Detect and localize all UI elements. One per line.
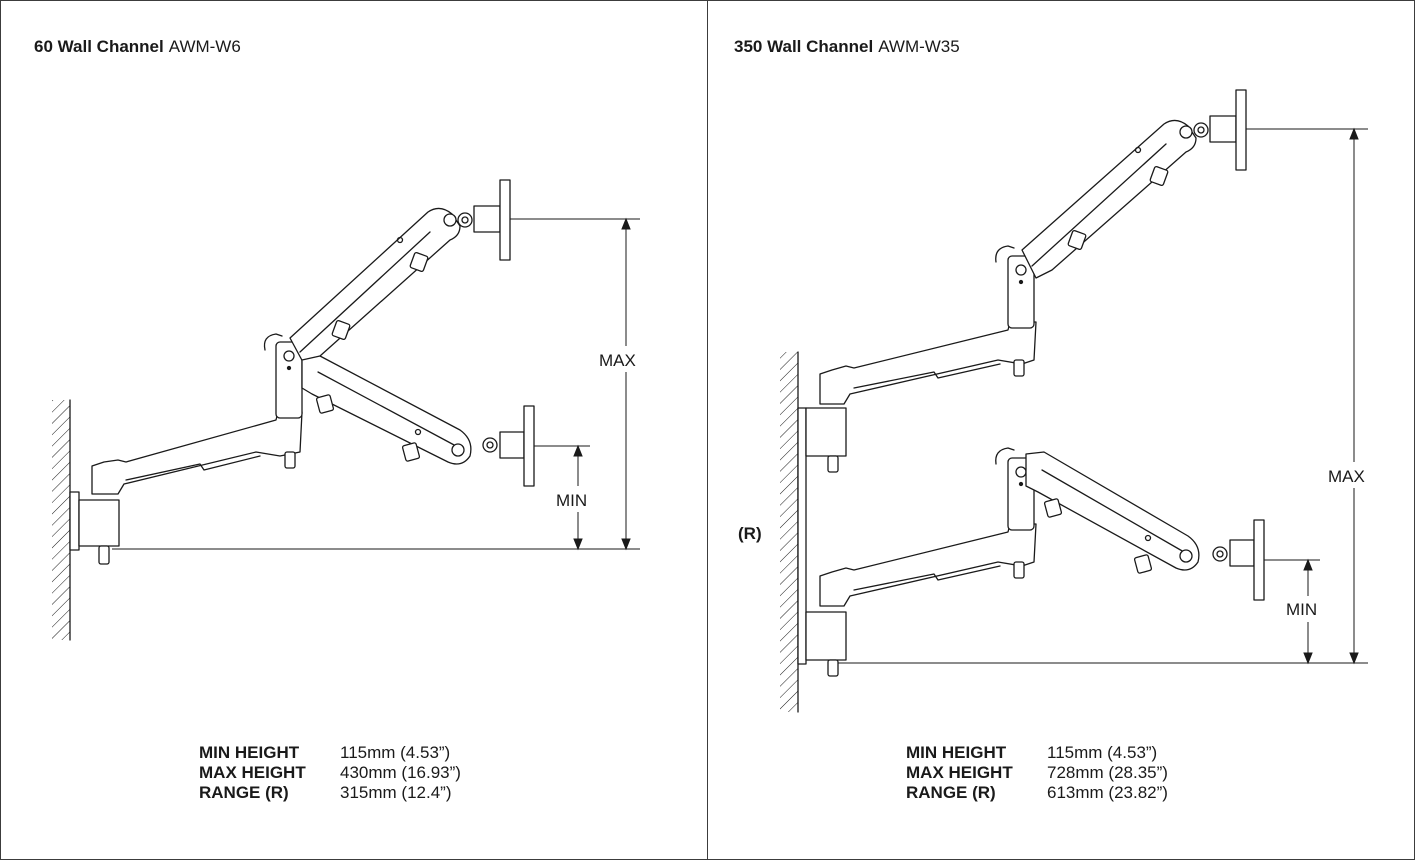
spec-label: MAX HEIGHT xyxy=(199,763,306,782)
max-label: MAX xyxy=(599,351,636,370)
spec-label: MIN HEIGHT xyxy=(199,743,300,762)
mount-block-upper xyxy=(805,407,847,457)
tension-knob-3 xyxy=(315,394,335,414)
spec-table: MIN HEIGHT 115mm (4.53”) MAX HEIGHT 728m… xyxy=(906,743,1168,803)
min-label: MIN xyxy=(1286,600,1317,619)
spec-label: RANGE (R) xyxy=(199,783,289,802)
tilt-bracket-max xyxy=(473,205,501,233)
spec-row-min-height: MIN HEIGHT 115mm (4.53”) xyxy=(906,743,1168,763)
wall-hatch xyxy=(52,400,70,640)
wall-mount-block xyxy=(78,499,120,547)
wall-hatch xyxy=(780,352,798,712)
spec-label: MIN HEIGHT xyxy=(906,743,1007,762)
base-arm-upper xyxy=(819,321,1037,405)
base-arm-foot xyxy=(284,451,296,469)
spec-value: 430mm (16.93”) xyxy=(340,763,461,782)
vesa-plate-min xyxy=(1253,519,1265,601)
spec-value: 613mm (23.82”) xyxy=(1047,783,1168,802)
base-arm-lower xyxy=(819,523,1037,607)
model-number: AWM-W35 xyxy=(878,37,960,56)
spec-table: MIN HEIGHT 115mm (4.53”) MAX HEIGHT 430m… xyxy=(199,743,461,803)
spec-value: 115mm (4.53”) xyxy=(340,743,451,762)
base-arm xyxy=(91,411,303,495)
tension-knob-2 xyxy=(331,320,351,340)
spec-label: RANGE (R) xyxy=(906,783,996,802)
mount-block-lower xyxy=(805,611,847,661)
range-label: (R) xyxy=(738,524,762,543)
spec-value: 115mm (4.53”) xyxy=(1047,743,1158,762)
spec-row-range: RANGE (R) 613mm (23.82”) xyxy=(906,783,1168,803)
tension-knob-1 xyxy=(409,252,429,272)
vesa-plate-min xyxy=(523,405,535,487)
spec-row-max-height: MAX HEIGHT 430mm (16.93”) xyxy=(199,763,461,783)
vesa-plate-max xyxy=(499,179,511,261)
wall-channel-plate xyxy=(69,491,80,551)
panel-divider xyxy=(707,0,708,860)
tilt-bracket-min xyxy=(499,431,525,459)
max-label: MAX xyxy=(1328,467,1365,486)
upper-arm-max xyxy=(289,207,461,365)
elbow-post-upper xyxy=(1007,255,1035,329)
spec-row-range: RANGE (R) 315mm (12.4”) xyxy=(199,783,461,803)
product-name: 350 Wall Channel xyxy=(734,37,874,56)
tension-knob-4 xyxy=(401,442,421,462)
spec-label: MAX HEIGHT xyxy=(906,763,1013,782)
upper-arm-min xyxy=(301,355,472,465)
upper-arm-max xyxy=(1021,119,1197,279)
product-name: 60 Wall Channel xyxy=(34,37,164,56)
tilt-bracket-max xyxy=(1209,115,1237,143)
tilt-bracket-min xyxy=(1229,539,1255,567)
arm-diagram: MAX MIN xyxy=(52,179,656,641)
model-number: AWM-W6 xyxy=(168,37,241,56)
spec-value: 315mm (12.4”) xyxy=(340,783,452,802)
spec-row-max-height: MAX HEIGHT 728mm (28.35”) xyxy=(906,763,1168,783)
wall-channel-rail xyxy=(797,407,807,665)
mount-foot xyxy=(98,545,110,565)
spec-value: 728mm (28.35”) xyxy=(1047,763,1168,782)
min-label: MIN xyxy=(556,491,587,510)
arm-diagram: MAX MIN (R) xyxy=(738,89,1386,713)
vesa-plate-max xyxy=(1235,89,1247,171)
spec-row-min-height: MIN HEIGHT 115mm (4.53”) xyxy=(199,743,461,763)
